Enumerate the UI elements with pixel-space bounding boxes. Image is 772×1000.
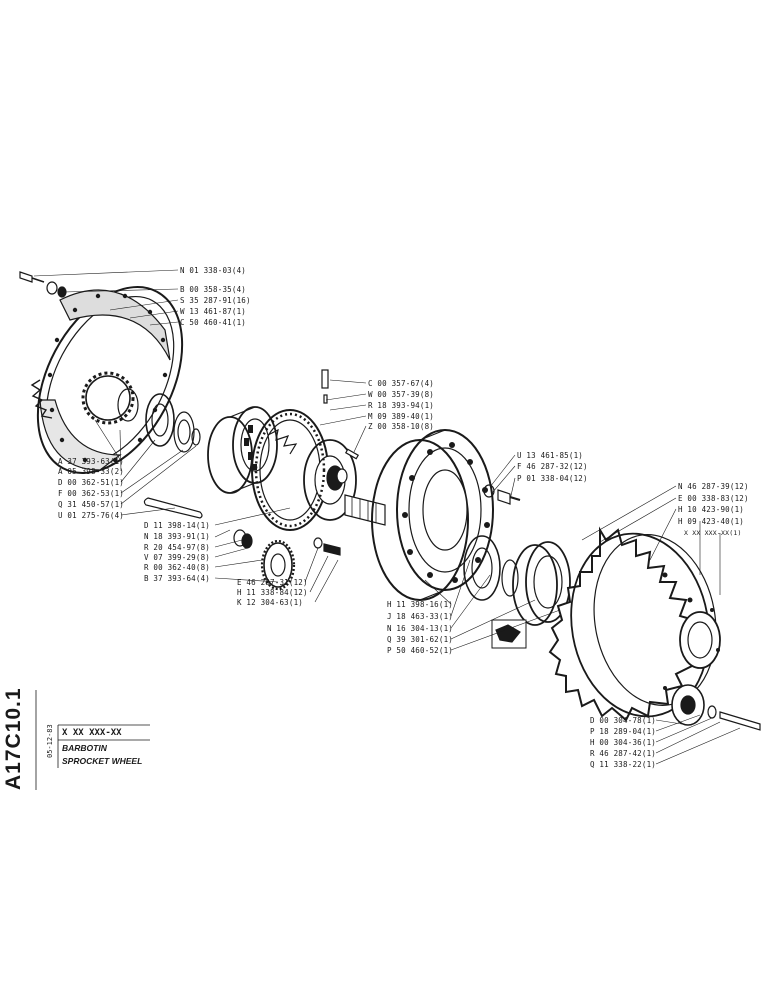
title-block	[35, 690, 150, 790]
part-label: R 00 362-40(8)	[144, 563, 211, 572]
part-label: H 11 338-84(12)	[237, 588, 308, 597]
part-label: P 50 460-52(1)	[387, 646, 454, 655]
part-label: H 10 423-90(1)	[678, 505, 745, 514]
part-label: R 18 393-94(1)	[368, 401, 435, 410]
document-date: 05-12-83	[46, 724, 54, 758]
planet-gear-small	[233, 529, 341, 591]
title-french: BARBOTIN	[62, 743, 107, 753]
part-label: F 46 287-32(12)	[517, 462, 588, 471]
part-label: U 01 275-76(4)	[58, 511, 125, 520]
part-label: H 11 398-16(1)	[387, 600, 454, 609]
end-cap-bolt	[671, 684, 761, 731]
part-label: H 00 304-36(1)	[590, 738, 657, 747]
part-label: D 00 362-51(1)	[58, 478, 125, 487]
part-label: W 13 461-87(1)	[180, 307, 247, 316]
screw-top-left	[19, 271, 67, 298]
bearing-cup	[207, 406, 278, 494]
part-label: Q 39 301-62(1)	[387, 635, 454, 644]
part-label: E 46 287-31(12)	[237, 578, 308, 587]
part-label: R 46 287-42(1)	[590, 749, 657, 758]
part-label: N 16 304-13(1)	[387, 624, 454, 633]
bolt-washer-right	[483, 484, 521, 505]
part-label: N 01 338-03(4)	[180, 266, 247, 275]
part-label: D 00 304-78(1)	[590, 716, 657, 725]
part-label: N 18 393-91(1)	[144, 532, 211, 541]
part-label: U 13 461-85(1)	[517, 451, 584, 460]
part-label: K 12 304-63(1)	[237, 598, 304, 607]
hub-ring	[371, 429, 494, 601]
part-label: S 35 287-91(16)	[180, 296, 251, 305]
part-label: P 18 289-04(1)	[590, 727, 657, 736]
part-label: A 37 393-63(1)	[58, 457, 125, 466]
part-label: Q 11 338-22(1)	[590, 760, 657, 769]
hub-bearing	[463, 535, 571, 626]
part-label: C 00 357-67(4)	[368, 379, 435, 388]
part-label: R 20 454-97(8)	[144, 543, 211, 552]
sprocket-wheel	[548, 526, 721, 722]
part-label: V 07 399-29(8)	[144, 553, 211, 562]
part-label: W 00 357-39(8)	[368, 390, 435, 399]
part-label: X XX XXX-XX(1)	[684, 529, 742, 537]
part-reference: X XX XXX-XX	[62, 728, 122, 738]
part-label: M 09 389-40(1)	[368, 412, 435, 421]
part-label: J 18 463-33(1)	[387, 612, 454, 621]
part-label: E 00 338-83(12)	[678, 494, 749, 503]
part-label: A 05 398-33(2)	[58, 467, 125, 476]
title-english: SPROCKET WHEEL	[62, 756, 143, 766]
part-label: F 00 362-53(1)	[58, 489, 125, 498]
bearing-set-left	[145, 393, 201, 453]
part-label: P 01 338-04(12)	[517, 474, 588, 483]
leader-lines	[33, 269, 741, 765]
part-label: Q 31 450-57(1)	[58, 500, 125, 509]
part-label: B 00 358-35(4)	[180, 285, 247, 294]
part-label: D 11 398-14(1)	[144, 521, 211, 530]
final-drive-housing	[30, 286, 184, 474]
part-label: B 37 393-64(4)	[144, 574, 211, 583]
planet-carrier	[251, 409, 386, 531]
pins-top	[321, 369, 360, 460]
document-number: A17C10.1	[2, 687, 25, 790]
part-label: N 46 287-39(12)	[678, 482, 749, 491]
part-label: Z 00 358-10(8)	[368, 422, 435, 431]
part-label: C 50 460-41(1)	[180, 318, 247, 327]
part-label: H 09 423-40(1)	[678, 517, 745, 526]
